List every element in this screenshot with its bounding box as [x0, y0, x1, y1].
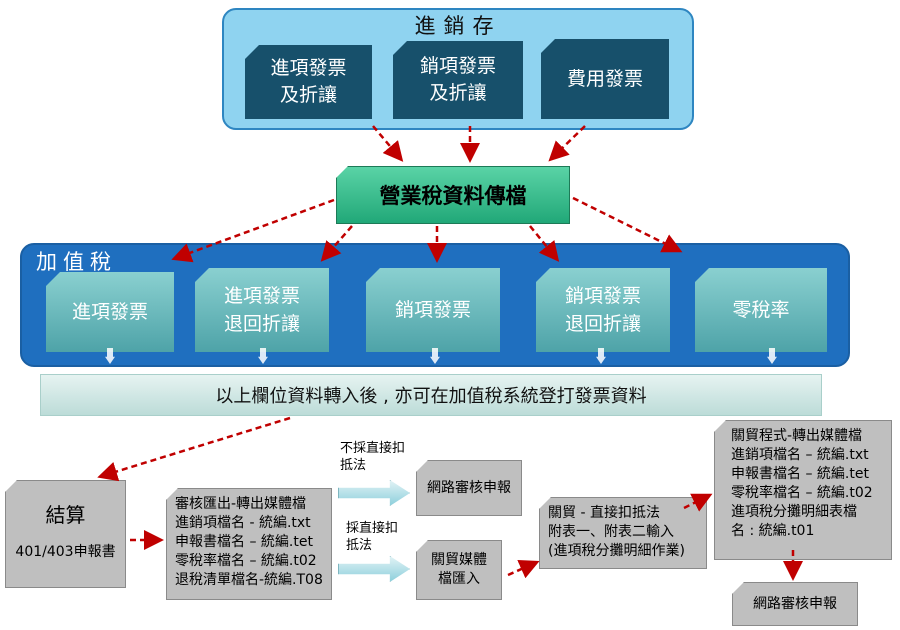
- down-arrow-icon: [430, 348, 440, 364]
- card-line2: 退回折讓: [223, 313, 300, 335]
- list-item: 零稅率檔名 – 統編.t02: [731, 485, 873, 501]
- branch-top-label: 不採直接扣 抵法: [340, 440, 405, 474]
- card-line2: 退回折讓: [564, 313, 641, 335]
- vat-card-input-return[interactable]: 進項發票退回折讓: [195, 268, 329, 352]
- list-item: 進銷項檔名 - 統編.txt: [175, 515, 311, 531]
- card-line1: 銷項發票: [419, 55, 496, 77]
- list-item: 進銷項檔名 – 統編.txt: [731, 447, 869, 463]
- arrow-note-to-settlement: [97, 416, 291, 482]
- down-arrow-icon: [258, 348, 268, 364]
- arrow-direct-to-export: [683, 493, 713, 512]
- final-label: 網路審核申報: [753, 595, 837, 612]
- down-arrow-icon: [596, 348, 606, 364]
- top-group-title: 進銷存: [414, 14, 502, 38]
- card-line1: 零稅率: [732, 299, 790, 321]
- card-line1: 銷項發票: [394, 299, 471, 321]
- note-bar: 以上欄位資料轉入後 , 亦可在加值稅系統登打發票資料: [40, 374, 822, 416]
- settlement-subtitle: 401/403申報書: [15, 544, 116, 560]
- arrow-expense-to-center: [548, 125, 586, 162]
- list-item: 審核匯出-轉出媒體檔: [175, 496, 307, 512]
- list-item: 退稅清單檔名-統編.T08: [175, 572, 323, 588]
- card-line1: 進項發票: [270, 57, 347, 79]
- target-line2: 檔匯入: [438, 571, 480, 587]
- settlement-box[interactable]: 結算 401/403申報書: [5, 480, 126, 588]
- card-line1: 費用發票: [566, 67, 643, 90]
- tradevan-media-import-box[interactable]: 關貿媒體 檔匯入: [416, 540, 502, 600]
- arrow-import-to-direct: [507, 559, 540, 579]
- arrow-input-to-center: [372, 125, 404, 162]
- note-text: 以上欄位資料轉入後 , 亦可在加值稅系統登打發票資料: [215, 386, 647, 407]
- card-line2: 及折讓: [279, 84, 337, 106]
- list-item: 附表一、附表二輸入: [548, 524, 674, 540]
- list-item: 進項稅分攤明細表檔: [731, 504, 857, 520]
- vat-card-zero-rate[interactable]: 零稅率: [695, 268, 827, 352]
- target-line1: 關貿媒體: [431, 552, 487, 568]
- center-label: 營業稅資料傳檔: [379, 184, 527, 208]
- card-line2: 及折讓: [429, 82, 487, 104]
- business-tax-transfer-box[interactable]: 營業稅資料傳檔: [336, 166, 570, 224]
- list-item: 關貿 - 直接扣抵法: [548, 505, 660, 521]
- label-line2: 抵法: [346, 538, 373, 553]
- target-label: 網路審核申報: [427, 479, 511, 496]
- vat-card-output-return[interactable]: 銷項發票退回折讓: [536, 268, 670, 352]
- vat-group-title: 加值稅: [36, 250, 117, 274]
- audit-export-box[interactable]: 審核匯出-轉出媒體檔 進銷項檔名 - 統編.txt 申報書檔名 – 統編.tet…: [166, 488, 332, 600]
- list-item: 關貿程式-轉出媒體檔: [731, 428, 863, 444]
- card-input-invoice-allowance[interactable]: 進項發票及折讓: [245, 45, 372, 119]
- label-line1: 不採直接扣: [340, 441, 406, 456]
- list-item: 申報書檔名 – 統編.tet: [731, 466, 869, 482]
- label-line1: 採直接扣: [346, 521, 399, 536]
- list-item: 零稅率檔名 – 統編.t02: [175, 553, 317, 569]
- list-item: 申報書檔名 – 統編.tet: [175, 534, 313, 550]
- list-item: 名 : 統編.t01: [731, 523, 815, 539]
- down-arrow-icon: [767, 348, 777, 364]
- online-audit-filing-box[interactable]: 網路審核申報: [416, 460, 522, 516]
- label-line2: 抵法: [340, 458, 367, 473]
- arrow-center-to-vat-2: [320, 225, 353, 262]
- card-line1: 進項發票: [223, 285, 300, 307]
- card-line1: 進項發票: [71, 301, 148, 323]
- settlement-title: 結算: [45, 503, 86, 527]
- tradevan-export-box[interactable]: 關貿程式-轉出媒體檔 進銷項檔名 – 統編.txt 申報書檔名 – 統編.tet…: [714, 420, 892, 560]
- branch-bottom-label: 採直接扣 抵法: [346, 520, 398, 554]
- vat-card-output-invoice[interactable]: 銷項發票: [366, 268, 500, 352]
- arrow-center-to-vat-5: [572, 196, 683, 253]
- card-expense-invoice[interactable]: 費用發票: [541, 39, 669, 119]
- card-line1: 銷項發票: [564, 285, 641, 307]
- arrow-center-to-vat-4: [529, 225, 560, 262]
- card-output-invoice-allowance[interactable]: 銷項發票及折讓: [393, 41, 523, 119]
- list-item: (進項稅分攤明細作業): [548, 543, 685, 559]
- down-arrow-icon: [105, 348, 115, 364]
- vat-card-input-invoice[interactable]: 進項發票: [46, 272, 174, 352]
- final-online-filing-box[interactable]: 網路審核申報: [732, 582, 858, 626]
- arrow-center-to-vat-1: [171, 198, 335, 263]
- tradevan-direct-box[interactable]: 關貿 - 直接扣抵法 附表一、附表二輸入 (進項稅分攤明細作業): [539, 497, 707, 569]
